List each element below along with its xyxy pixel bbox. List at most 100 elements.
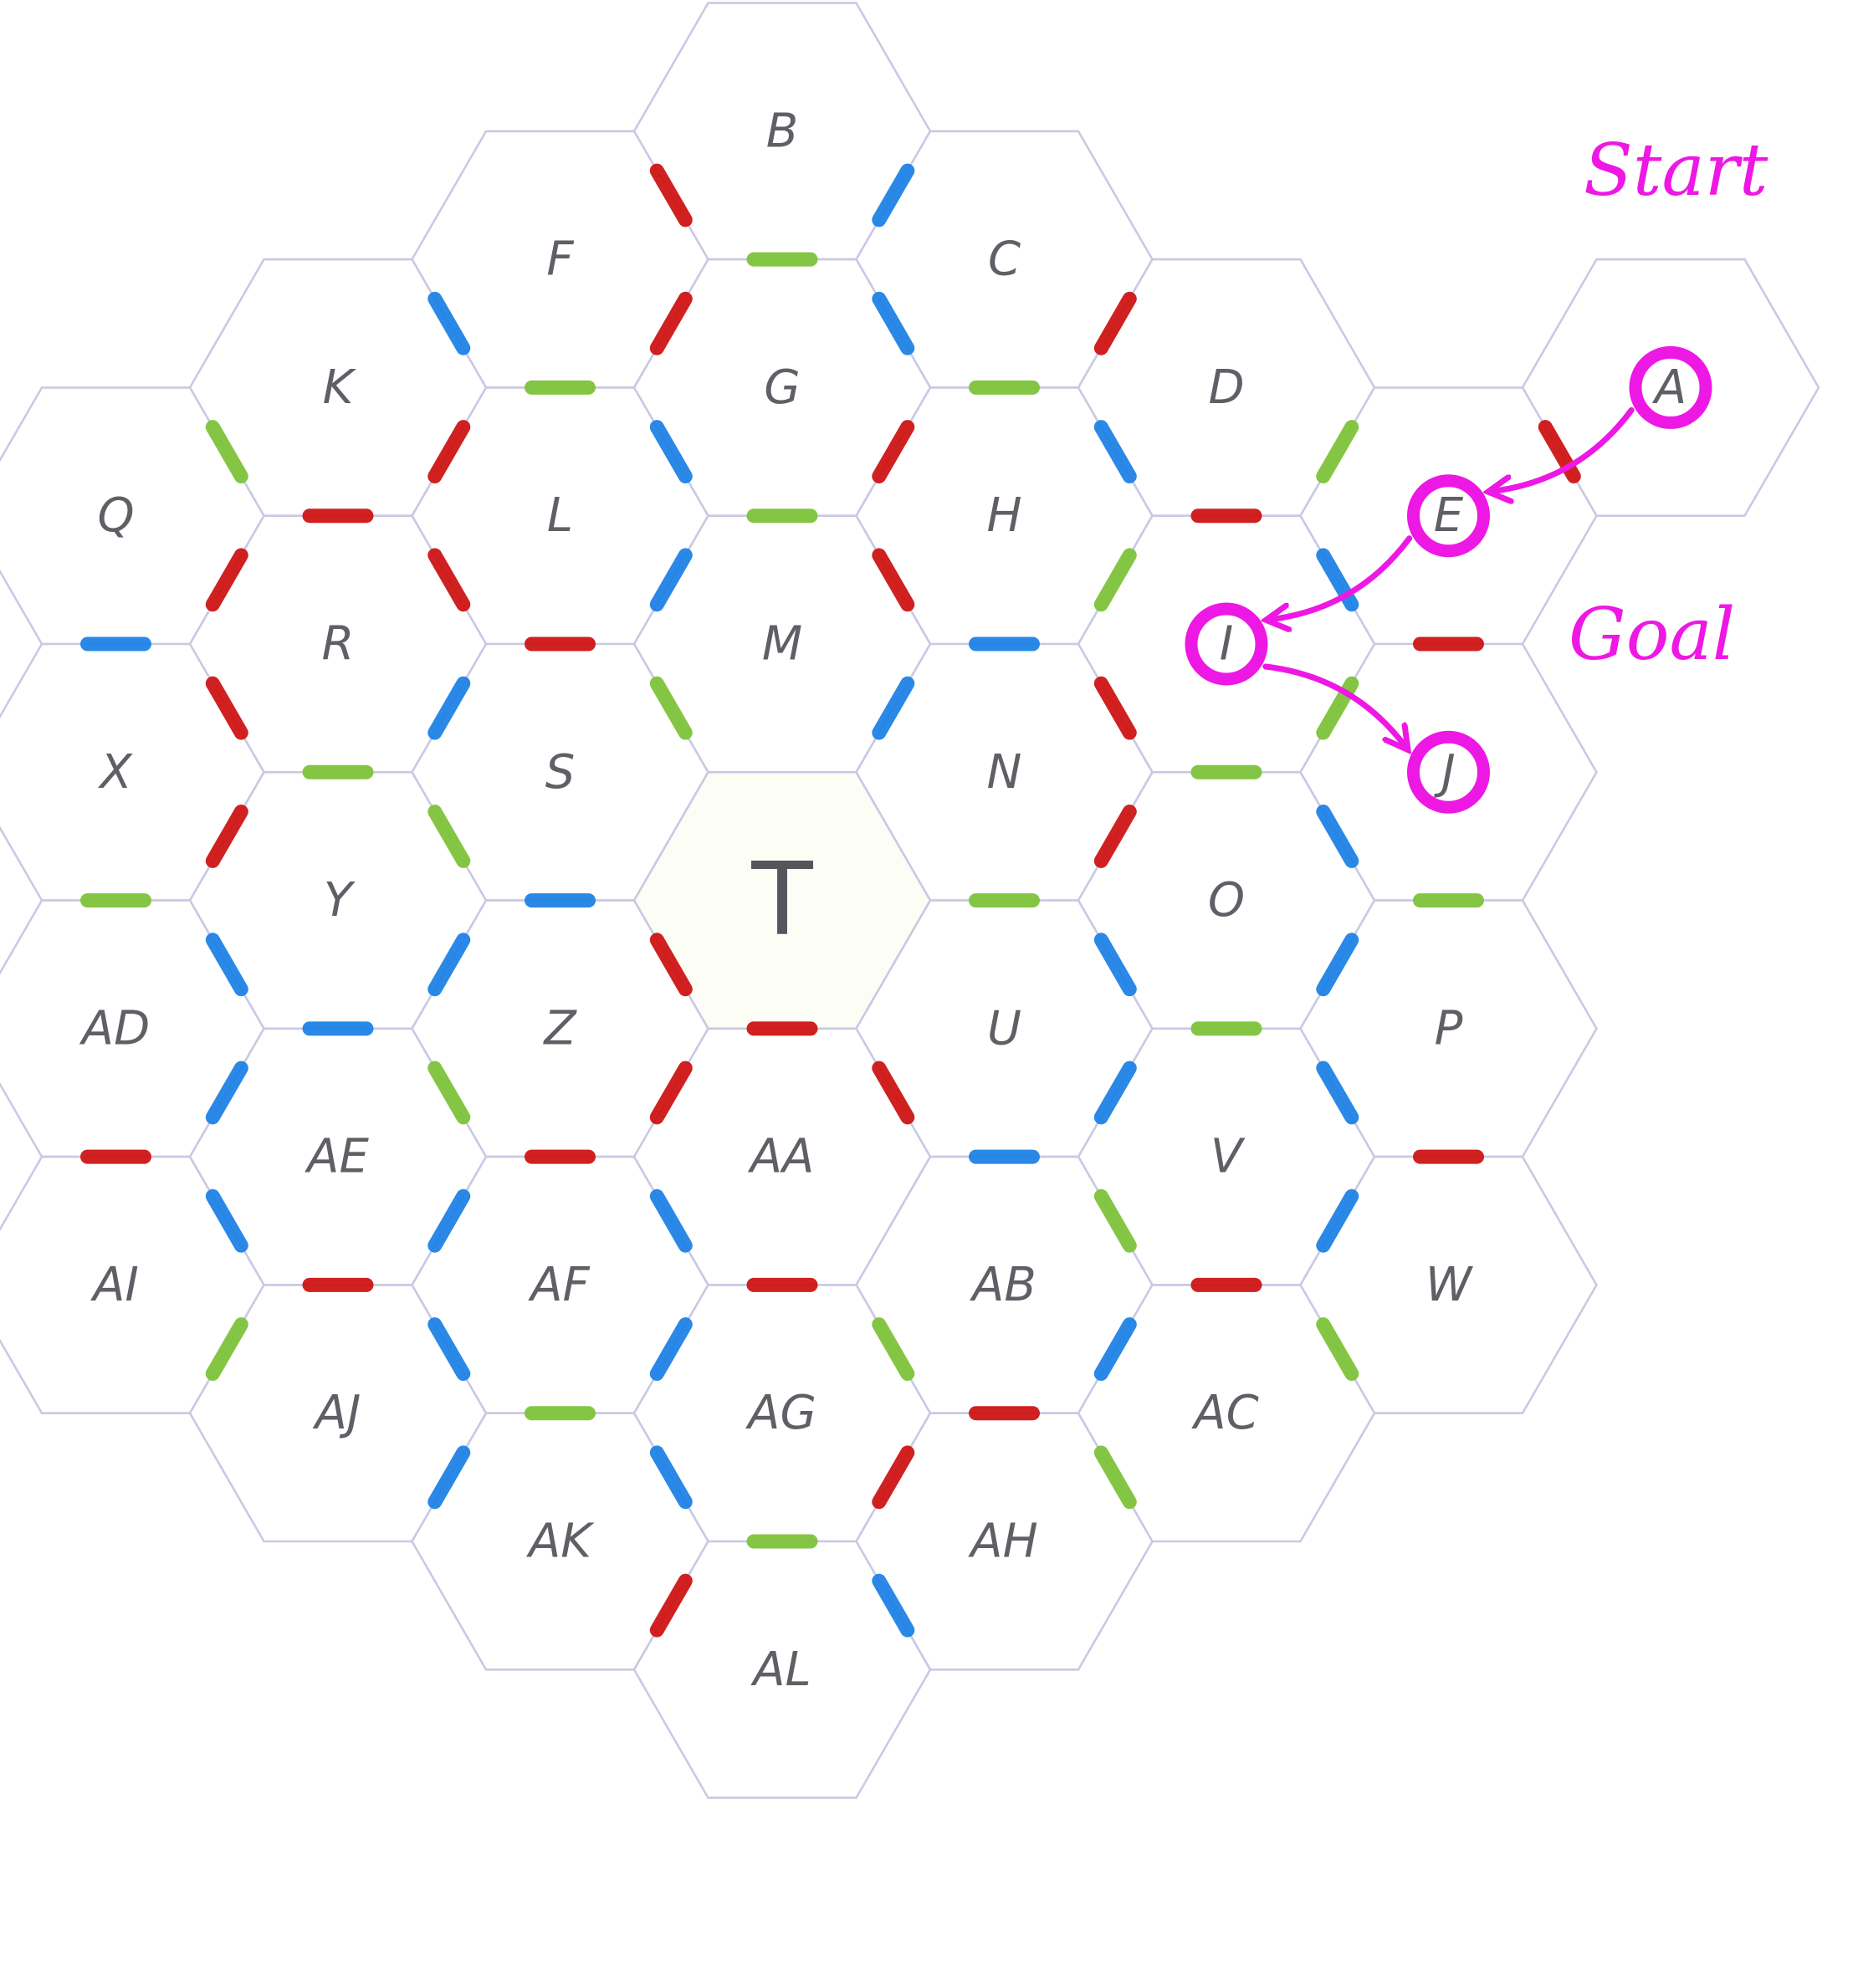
wall-h-m-red	[872, 548, 915, 612]
wall-ak-al-red	[649, 1573, 693, 1638]
path-node-i	[1185, 602, 1268, 686]
cell-label-af: AF	[528, 1258, 590, 1312]
wall-h-i-green	[1093, 548, 1137, 612]
wall-v-w-blue	[1316, 1188, 1359, 1253]
wall-ag-ah-red	[872, 1445, 915, 1510]
cell-label-a: A	[1652, 360, 1686, 415]
wall-f-k-blue	[427, 291, 471, 355]
cell-label-r: R	[322, 617, 355, 672]
wall-d-h-blue	[1093, 420, 1137, 483]
wall-b-c-blue	[872, 163, 915, 227]
wall-u-aa-red	[872, 1060, 915, 1125]
cell-label-d: D	[1208, 360, 1244, 415]
cell-label-y: Y	[324, 873, 356, 928]
wall-j-o-blue	[1316, 805, 1359, 868]
wall-q-r-red	[205, 548, 248, 612]
wall-v-ab-green	[1093, 1188, 1137, 1253]
wall-o-u-blue	[1093, 933, 1137, 997]
wall-ad-ae-blue	[205, 1060, 248, 1125]
cell-label-g: G	[764, 360, 800, 415]
wall-ae-ai-blue	[205, 1188, 248, 1253]
wall-c-d-red	[1093, 291, 1137, 355]
wall-af-ag-blue	[649, 1317, 693, 1381]
cell-label-b: B	[766, 104, 798, 158]
cell-label-w: W	[1425, 1258, 1474, 1312]
wall-l-r-red	[427, 548, 471, 612]
hex-cell-al	[632, 1540, 932, 1799]
wall-w-ac-green	[1316, 1317, 1359, 1381]
cell-label-u: U	[987, 1001, 1021, 1055]
wall-o-p-blue	[1316, 933, 1359, 997]
cell-label-ai: AI	[90, 1258, 139, 1312]
cell-label-al: AL	[750, 1643, 811, 1697]
cell-label-e: E	[1434, 488, 1464, 543]
wall-ab-ag-green	[872, 1317, 915, 1381]
wall-x-y-red	[205, 805, 248, 868]
cell-label-p: P	[1435, 1001, 1463, 1055]
goal-label: Goal	[1569, 593, 1735, 677]
wall-ab-ac-blue	[1093, 1317, 1137, 1381]
wall-i-n-red	[1093, 676, 1137, 740]
cell-label-x: X	[97, 745, 133, 800]
hex-grid	[0, 2, 1820, 1799]
wall-aj-ak-blue	[427, 1445, 471, 1510]
start-label: Start	[1584, 129, 1768, 212]
cell-label-ab: AB	[970, 1258, 1036, 1312]
wall-y-ad-blue	[205, 933, 248, 997]
cell-label-h: H	[986, 488, 1021, 543]
cell-label-c: C	[988, 233, 1021, 287]
walls-layer	[80, 163, 1581, 1638]
path-node-a	[1629, 345, 1712, 429]
cell-label-ag: AG	[745, 1386, 816, 1440]
wall-z-ae-green	[427, 1060, 471, 1125]
wall-g-h-red	[872, 420, 915, 483]
wall-s-y-green	[427, 805, 471, 868]
wall-u-v-blue	[1093, 1060, 1137, 1125]
path-node-j	[1407, 730, 1490, 814]
cell-label-o: O	[1208, 873, 1245, 928]
path-node-e	[1407, 474, 1490, 558]
cell-label-ad: AD	[79, 1001, 150, 1055]
cell-label-aa: AA	[748, 1130, 815, 1184]
cell-label-q: Q	[97, 488, 134, 543]
path-arrow-e-i	[1268, 535, 1413, 620]
solution-path: Start Goal	[1185, 129, 1768, 814]
wall-p-v-blue	[1316, 1060, 1359, 1125]
wall-ac-ah-green	[1093, 1445, 1137, 1510]
cell-labels: ABCDEFGHIJKLMNOPQRSTUVWXYZAAABACADAEAFAG…	[79, 104, 1686, 1696]
wall-z-aa-red	[649, 1060, 693, 1125]
wall-aa-af-blue	[649, 1188, 693, 1253]
cell-label-l: L	[547, 488, 573, 543]
cell-label-v: V	[1210, 1130, 1246, 1184]
path-arrow-i-j	[1262, 663, 1407, 748]
wall-ae-af-blue	[427, 1188, 471, 1253]
wall-m-s-green	[649, 676, 693, 740]
cell-label-t: T	[750, 842, 813, 958]
wall-k-q-green	[205, 420, 248, 483]
wall-k-l-red	[427, 420, 471, 483]
cell-label-z: Z	[542, 1001, 577, 1055]
wall-d-e-green	[1316, 420, 1359, 483]
wall-r-x-red	[205, 676, 248, 740]
cell-label-aj: AJ	[313, 1386, 361, 1440]
wall-g-l-blue	[649, 420, 693, 483]
wall-n-o-red	[1093, 805, 1137, 868]
cell-label-ah: AH	[968, 1515, 1037, 1569]
cell-label-s: S	[545, 745, 576, 800]
cell-label-k: K	[323, 360, 357, 415]
wall-ag-ak-blue	[649, 1445, 693, 1510]
wall-c-g-blue	[872, 291, 915, 355]
cell-label-i: I	[1220, 617, 1234, 672]
wall-y-z-blue	[427, 933, 471, 997]
path-arrow-a-e	[1491, 406, 1635, 491]
wall-b-f-red	[649, 163, 693, 227]
wall-af-aj-blue	[427, 1317, 471, 1381]
cell-label-ae: AE	[305, 1130, 369, 1184]
wall-f-g-red	[649, 291, 693, 355]
wall-r-s-blue	[427, 676, 471, 740]
cell-label-n: N	[987, 745, 1022, 800]
wall-ai-aj-green	[205, 1317, 248, 1381]
cell-label-ak: AK	[526, 1515, 595, 1569]
wall-ah-al-blue	[872, 1573, 915, 1638]
